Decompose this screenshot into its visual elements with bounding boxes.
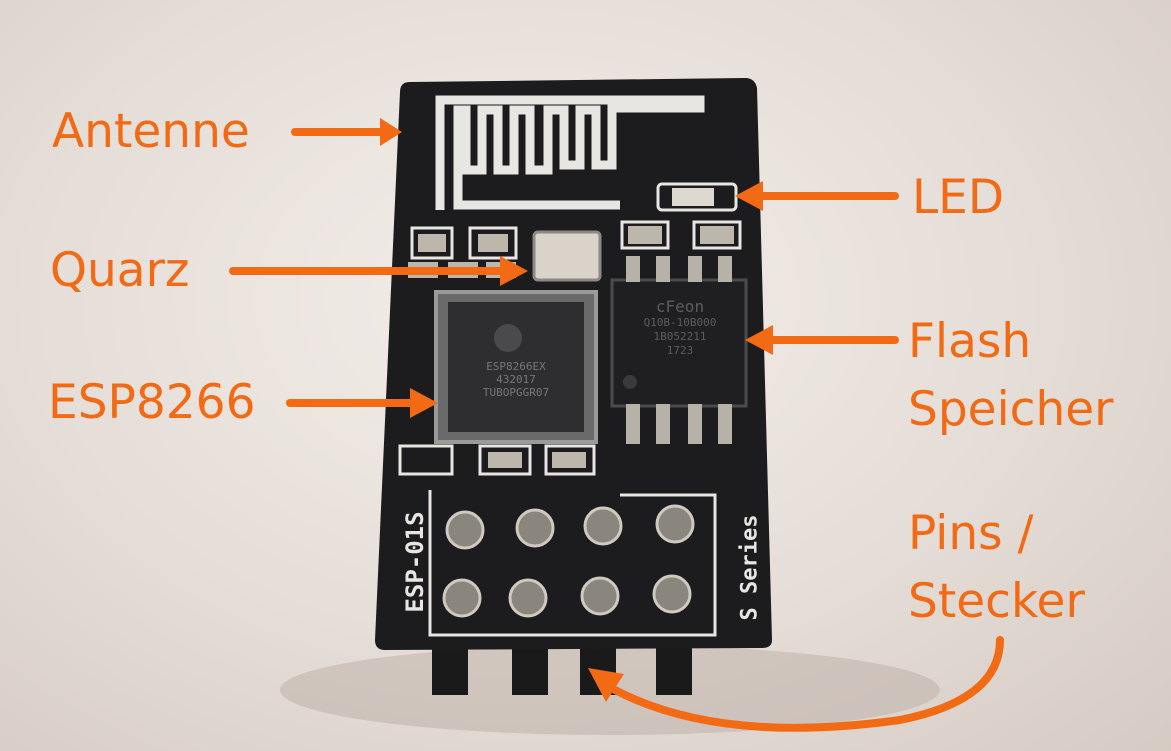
flash-marking-line-3: 1B052211 — [653, 330, 707, 343]
chip-marking: ESP8266EX 432017 TUBOPGGR07 — [452, 360, 580, 399]
led-outline — [656, 182, 738, 212]
flash-chip — [610, 256, 748, 444]
antenna-trace — [435, 95, 705, 210]
flash-marking-line-1: cFeon — [655, 297, 705, 316]
chip-marking-line-3: TUBOPGGR07 — [482, 386, 550, 399]
label-pins-line-1: Pins / — [908, 506, 1034, 561]
chip-marking-line-2: 432017 — [496, 373, 536, 386]
board-series-print: S Series — [737, 514, 763, 621]
annotation-arrows — [229, 118, 1004, 732]
label-flash-line-2: Speicher — [908, 382, 1114, 437]
esp8266-chip — [434, 290, 598, 444]
header-outline — [428, 490, 717, 637]
label-flash-line-1: Flash — [908, 314, 1032, 369]
header-solder-joints — [442, 504, 695, 618]
board-model-print: ESP-01S — [401, 511, 429, 613]
label-quartz: Quarz — [50, 243, 190, 298]
chip-marking-line-1: ESP8266EX — [486, 360, 546, 373]
label-esp8266: ESP8266 — [48, 375, 256, 430]
quartz-crystal — [532, 230, 602, 282]
flash-marking-line-2: Q10B-10B000 — [643, 316, 717, 329]
label-antenna: Antenne — [52, 104, 250, 159]
led-chip — [672, 188, 714, 206]
header-pins-bottom — [432, 640, 692, 695]
flash-marking: cFeon Q10B-10B000 1B052211 1723 — [620, 298, 740, 358]
flash-marking-line-4: 1723 — [666, 344, 694, 357]
label-pins-line-2: Stecker — [908, 574, 1085, 629]
label-led: LED — [912, 170, 1005, 225]
